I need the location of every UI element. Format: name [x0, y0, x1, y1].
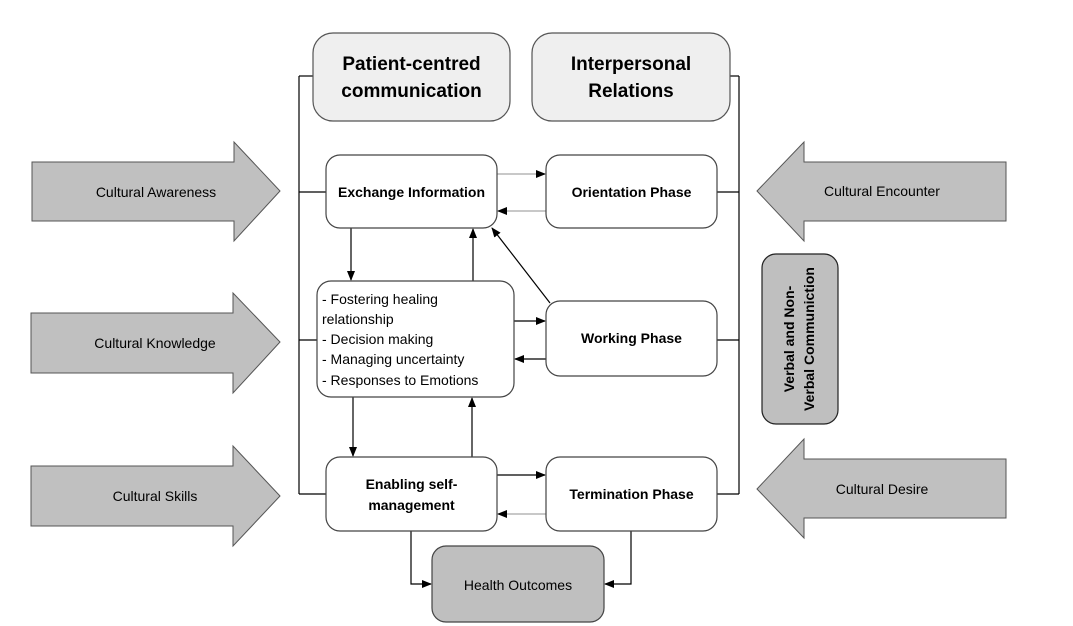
- list-item: - Decision making: [322, 331, 433, 347]
- list-item: - Fostering healing: [322, 291, 438, 307]
- connector-termination-to-outcomes: [604, 531, 632, 588]
- box-label: Health Outcomes: [464, 577, 572, 593]
- box-working-phase: Working Phase: [545, 300, 718, 377]
- box-label: Orientation Phase: [572, 184, 692, 200]
- box-label-line-2: management: [368, 497, 455, 513]
- arrow-label: Cultural Desire: [836, 481, 929, 497]
- connectors: [347, 170, 632, 588]
- side-box-line-1: Verbal and Non-: [781, 285, 797, 392]
- box-label: Termination Phase: [569, 486, 693, 502]
- list-item: - Responses to Emotions: [322, 372, 478, 388]
- header-line-2: Relations: [588, 81, 674, 102]
- left-arrow-cultural-awareness: Cultural Awareness: [31, 140, 281, 243]
- header-line-2: communication: [341, 81, 481, 102]
- box-label: Exchange Information: [338, 184, 485, 200]
- left-arrow-cultural-skills: Cultural Skills: [30, 444, 281, 548]
- right-bracket: [717, 75, 740, 495]
- left-bracket: [298, 75, 326, 495]
- connector-working-to-exchange: [491, 227, 551, 304]
- box-exchange-information: Exchange Information: [325, 154, 498, 229]
- arrow-label: Cultural Awareness: [96, 184, 216, 200]
- box-termination-phase: Termination Phase: [545, 456, 718, 532]
- header-patient-centred-communication: Patient-centred communication: [312, 32, 511, 122]
- header-line-1: Patient-centred: [342, 54, 480, 75]
- left-arrow-cultural-knowledge: Cultural Knowledge: [30, 291, 281, 395]
- list-item: - Managing uncertainty: [322, 351, 464, 367]
- side-box-line-2: Verbal Communiction: [801, 267, 817, 411]
- arrow-label: Cultural Knowledge: [94, 335, 216, 351]
- header-interpersonal-relations: Interpersonal Relations: [531, 32, 731, 122]
- arrow-label: Cultural Skills: [113, 488, 198, 504]
- verbal-nonverbal-communication-box: Verbal and Non- Verbal Communiction: [761, 253, 839, 425]
- box-health-outcomes: Health Outcomes: [431, 545, 605, 623]
- box-enabling-self-management: Enabling self- management: [325, 456, 498, 532]
- box-label-line-1: Enabling self-: [366, 476, 458, 492]
- box-pcc-functions-list: - Fostering healing relationship - Decis…: [316, 280, 515, 398]
- right-arrow-cultural-desire: Cultural Desire: [756, 437, 1007, 540]
- box-label: Working Phase: [581, 330, 682, 346]
- list-item: relationship: [322, 311, 394, 327]
- connector-enabling-to-outcomes: [410, 531, 432, 588]
- arrow-label: Cultural Encounter: [824, 183, 940, 199]
- header-line-1: Interpersonal: [571, 54, 691, 75]
- right-arrow-cultural-encounter: Cultural Encounter: [756, 140, 1007, 243]
- box-orientation-phase: Orientation Phase: [545, 154, 718, 229]
